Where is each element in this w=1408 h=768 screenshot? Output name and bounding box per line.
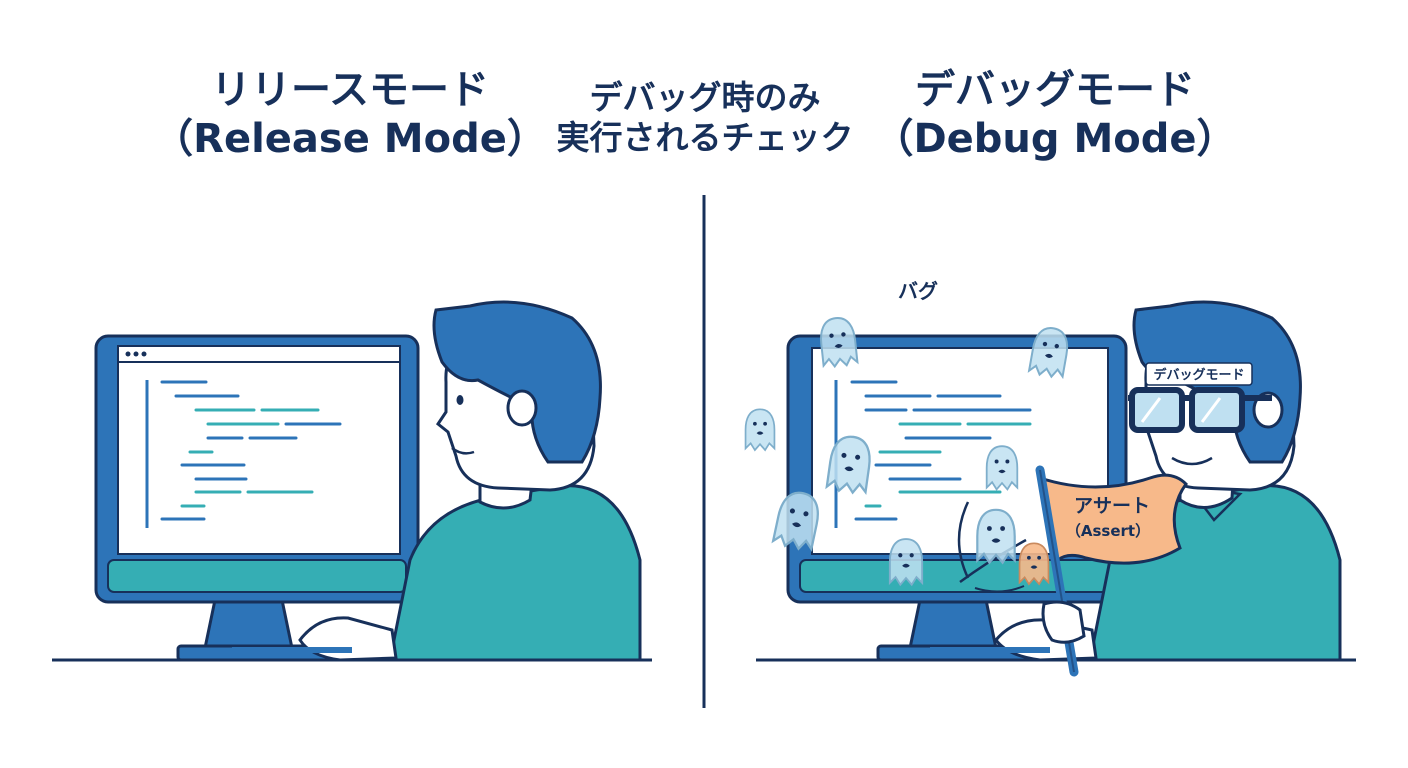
bug-label: バグ — [898, 279, 938, 303]
glasses-tag — [1145, 362, 1253, 386]
debug-only-checks-caption: デバッグ時のみ 実行されるチェック — [530, 78, 880, 159]
flag-label: アサート — [1074, 495, 1150, 517]
release-scene — [52, 300, 652, 662]
debug-mode-title: デバッグモード （Debug Mode） — [850, 66, 1260, 164]
ear — [506, 389, 538, 427]
monitor-left — [94, 334, 420, 604]
caught-bug-icon — [1018, 542, 1050, 586]
glasses-label: デバッグモード — [1153, 367, 1244, 383]
release-title-ja: リリースモード — [211, 67, 489, 113]
monitor-stand — [203, 598, 294, 650]
motion-arc-3 — [974, 585, 1025, 593]
hand-flag — [1041, 600, 1086, 644]
caption-line-1: デバッグ時のみ — [589, 78, 821, 117]
ear-right — [1252, 391, 1284, 429]
smile — [451, 446, 475, 455]
code-lines-right — [850, 380, 1032, 521]
caption-line-2: 実行されるチェック — [556, 118, 854, 158]
bug-ghost-icon — [985, 445, 1019, 491]
bug-ghost-icon — [744, 408, 776, 451]
release-title-en: （Release Mode） — [153, 115, 547, 162]
motion-arc — [957, 501, 970, 579]
debug-title-en: （Debug Mode） — [873, 115, 1237, 162]
debug-glasses-icon — [1128, 387, 1272, 433]
monitor-stand-right — [908, 598, 998, 650]
debug-title-ja: デバッグモード — [915, 67, 1195, 113]
developer-release — [232, 300, 642, 662]
debug-scene: デバッグモード アサート （Assert） バグ — [744, 279, 1356, 677]
flag-label-en: （Assert） — [1066, 522, 1150, 540]
code-lines-left — [160, 380, 342, 521]
release-mode-title: リリースモード （Release Mode） — [140, 66, 560, 164]
bug-ghost-icon — [976, 508, 1016, 564]
smile-right — [1171, 456, 1213, 466]
hair — [432, 300, 602, 464]
hand — [298, 616, 398, 662]
bug-ghost-icon — [888, 538, 924, 586]
shirt — [388, 484, 642, 662]
eye — [456, 395, 464, 405]
